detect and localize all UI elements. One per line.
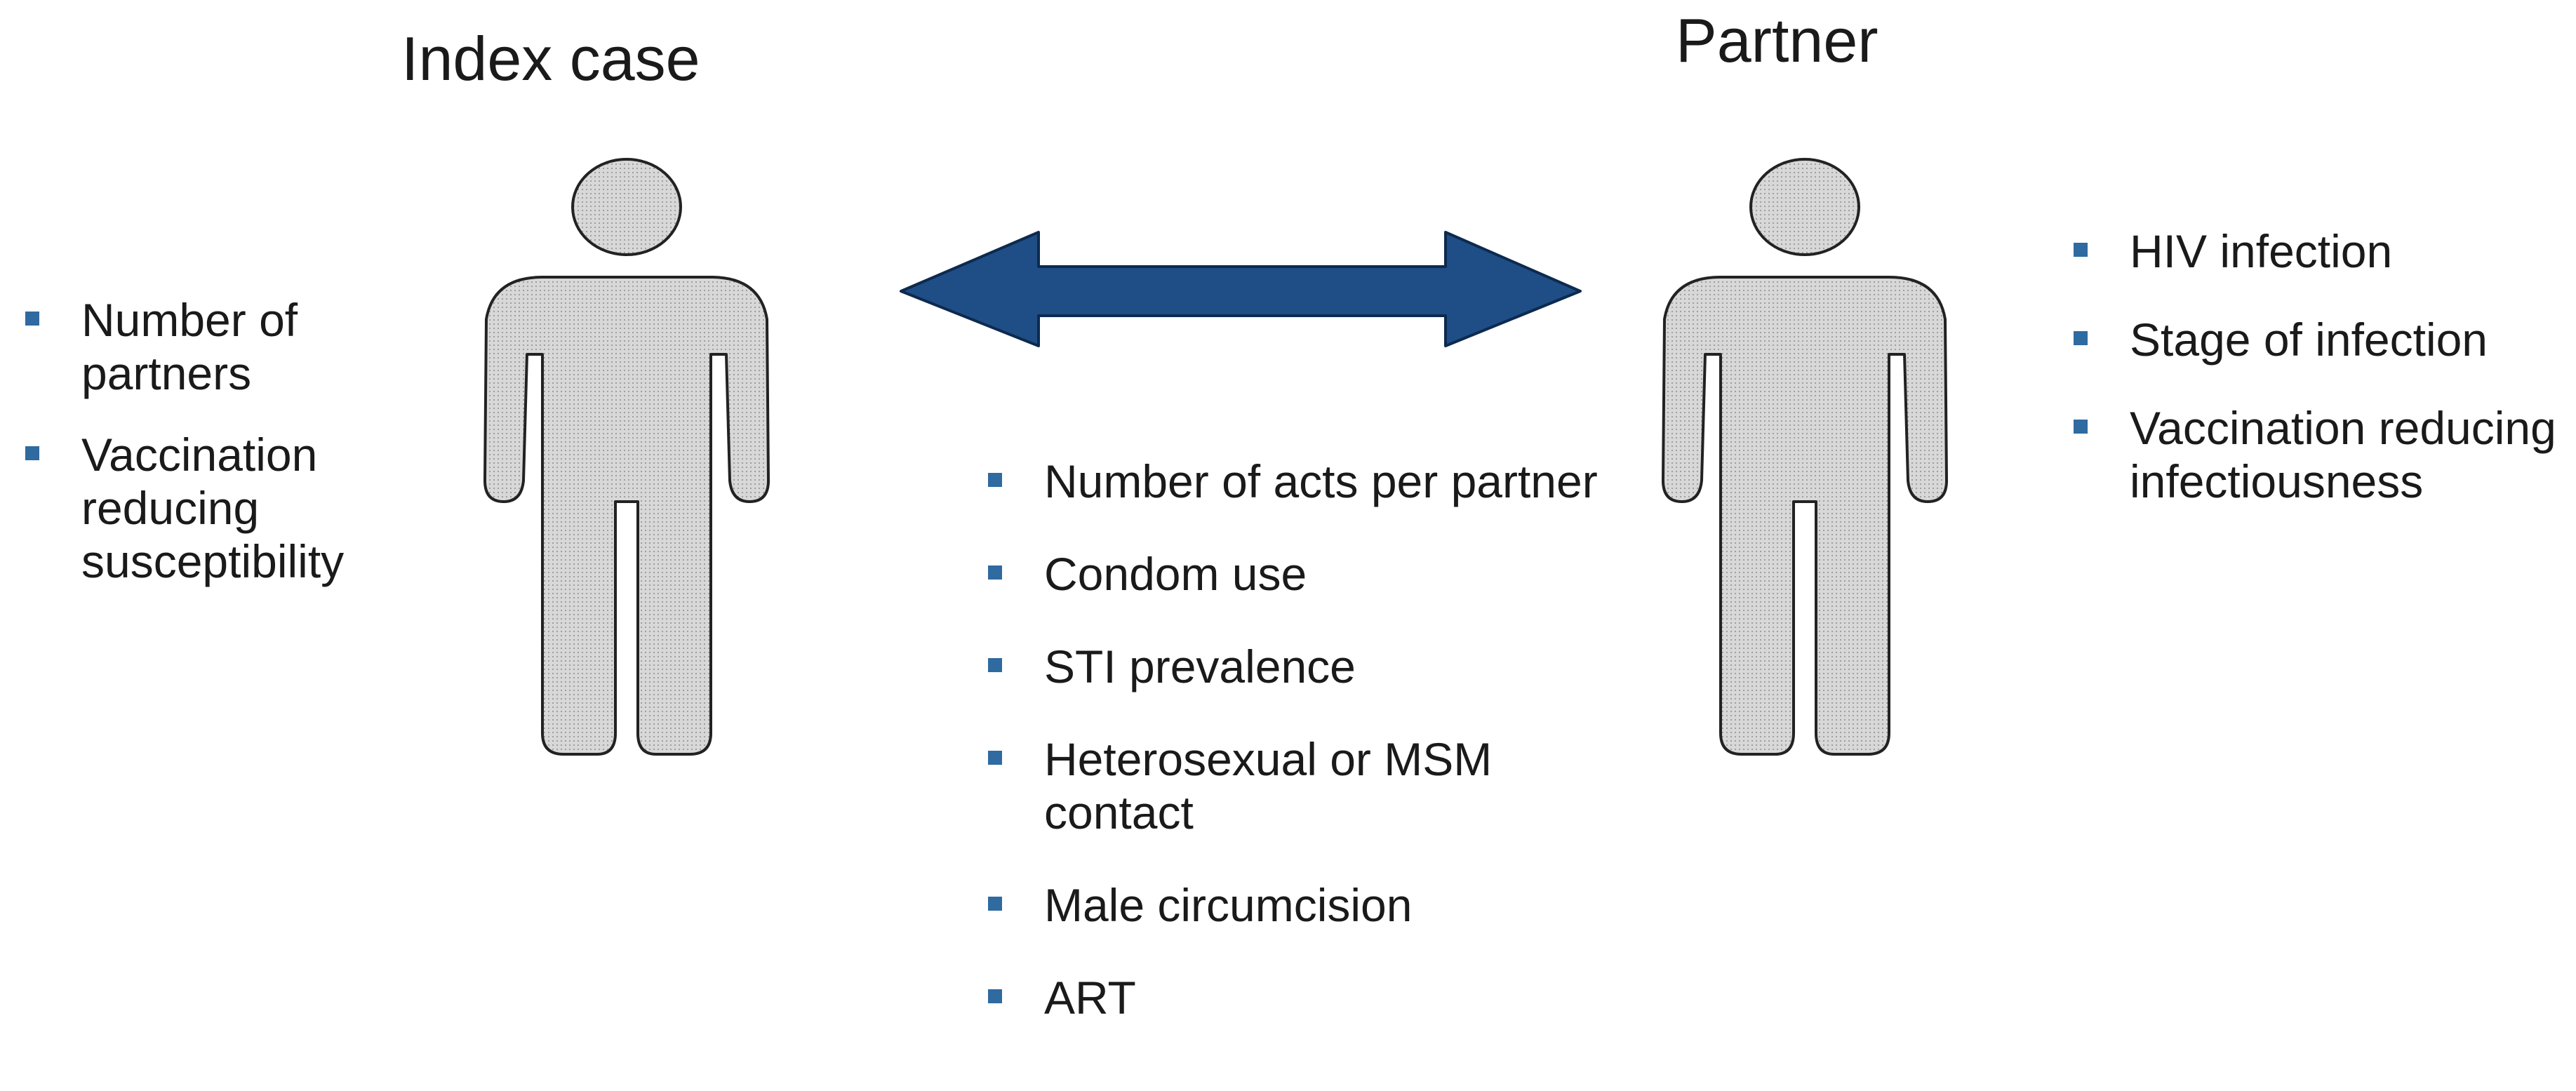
list-item: Stage of infection xyxy=(2074,313,2576,366)
list-item: Heterosexual or MSM contact xyxy=(988,732,1620,839)
index-person-icon xyxy=(483,158,770,756)
contact-factor-list: Number of acts per partner Condom use ST… xyxy=(988,455,1620,1064)
list-item: Condom use xyxy=(988,547,1620,601)
index-case-heading: Index case xyxy=(401,24,700,93)
bullet-icon xyxy=(25,446,39,460)
bullet-icon xyxy=(988,658,1002,672)
double-headed-arrow-icon xyxy=(900,231,1582,347)
list-item: Vaccination reducing infectiousness xyxy=(2074,401,2576,508)
partner-heading: Partner xyxy=(1676,6,1878,75)
index-case-factor-list: Number of partners Vaccination reducing … xyxy=(25,293,460,616)
list-item: Number of partners xyxy=(25,293,460,400)
bullet-icon xyxy=(988,473,1002,487)
bullet-icon xyxy=(25,312,39,326)
bullet-icon xyxy=(2074,420,2088,434)
list-item: Number of acts per partner xyxy=(988,455,1620,508)
bullet-icon xyxy=(2074,243,2088,257)
list-item: ART xyxy=(988,971,1620,1024)
list-item: Male circumcision xyxy=(988,878,1620,932)
bullet-icon xyxy=(988,989,1002,1003)
list-item: Vaccination reducing susceptibility xyxy=(25,428,460,588)
list-item: STI prevalence xyxy=(988,640,1620,693)
bullet-icon xyxy=(988,565,1002,580)
list-item: HIV infection xyxy=(2074,225,2576,278)
partner-person-icon xyxy=(1662,158,1948,756)
bullet-icon xyxy=(988,751,1002,765)
bullet-icon xyxy=(988,897,1002,911)
partner-factor-list: HIV infection Stage of infection Vaccina… xyxy=(2074,225,2576,543)
bullet-icon xyxy=(2074,331,2088,345)
